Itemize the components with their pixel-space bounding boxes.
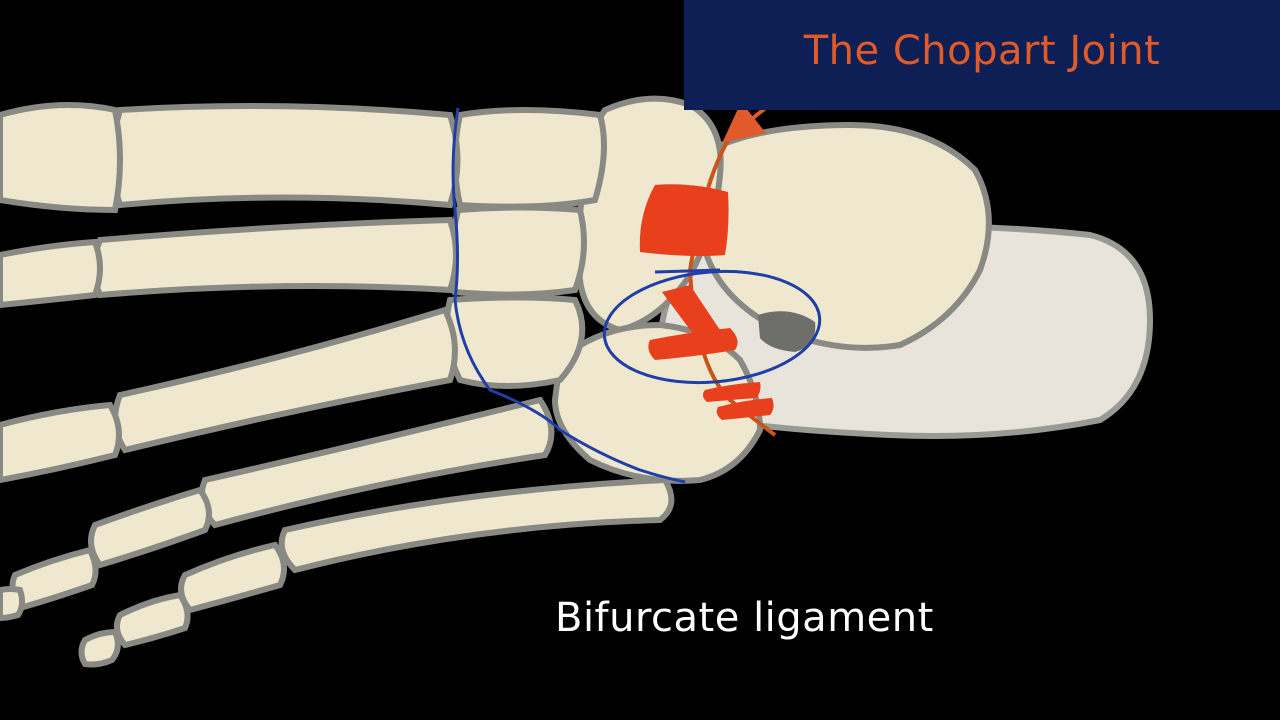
title-text: The Chopart Joint xyxy=(803,28,1161,74)
intermediate-cuneiform-bone xyxy=(449,204,587,298)
metatarsal-5 xyxy=(278,476,675,574)
talus-bone xyxy=(698,121,992,351)
metatarsal-3 xyxy=(112,306,458,454)
metatarsal-1 xyxy=(109,103,461,209)
lateral-cuneiform-bone xyxy=(443,294,586,389)
phalanx-2 xyxy=(0,238,103,309)
caption-text: Bifurcate ligament xyxy=(555,595,934,641)
phalanx-4c xyxy=(0,586,26,622)
phalanx-5b xyxy=(113,591,191,649)
blue-tick-mark xyxy=(654,268,721,274)
phalanx-1 xyxy=(0,102,123,214)
phalanx-5c xyxy=(78,628,121,668)
title-box: The Chopart Joint xyxy=(684,0,1280,110)
tarsometatarsal-line xyxy=(451,107,686,484)
sinus-tarsi-shading xyxy=(758,311,816,352)
calcaneocuboid-ligament-mark-2 xyxy=(716,398,774,420)
bifurcate-ligament-lower-arm xyxy=(648,328,738,360)
phalanx-4a xyxy=(88,486,212,569)
metatarsal-2 xyxy=(91,216,459,299)
calcaneocuboid-ligament-mark-1 xyxy=(702,382,761,402)
phalanx-3 xyxy=(0,401,122,484)
metatarsal-4 xyxy=(198,396,555,529)
dorsal-talonavicular-ligament xyxy=(639,184,729,256)
highlight-ellipse xyxy=(602,269,822,385)
phalanx-5a xyxy=(178,541,287,614)
medial-cuneiform-bone xyxy=(452,107,607,210)
